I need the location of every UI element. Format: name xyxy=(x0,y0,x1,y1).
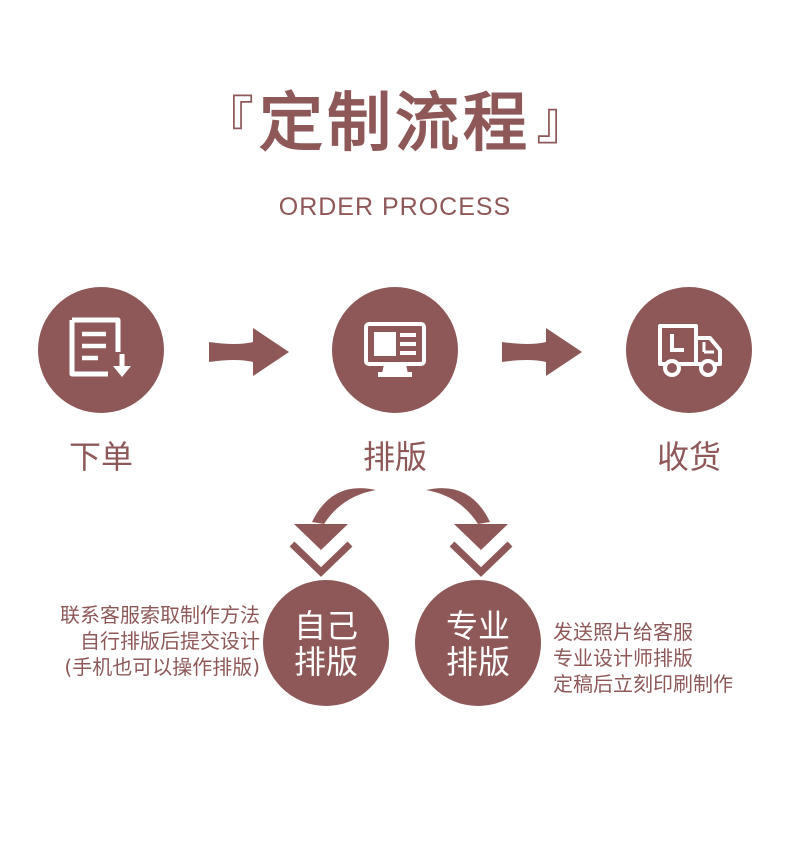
description-line: 定稿后立刻印刷制作 xyxy=(553,672,733,696)
option-pro-layout-line-2: 排版 xyxy=(445,643,510,681)
step-label-delivery: 收货 xyxy=(656,438,721,476)
order-document-icon xyxy=(69,317,131,377)
title-right-bracket: 』 xyxy=(536,92,589,152)
description-line: 发送照片给客服 xyxy=(553,620,693,644)
title-text: 定制流程 xyxy=(259,87,531,161)
option-self-layout-description: 联系客服索取制作方法 自行排版后提交设计 (手机也可以操作排版) xyxy=(60,602,260,680)
right-arrow-icon xyxy=(209,328,289,376)
monitor-layout-icon xyxy=(364,322,426,377)
description-line: 专业设计师排版 xyxy=(553,646,693,670)
curved-down-arrow-left-icon xyxy=(289,488,376,577)
step-order-circle xyxy=(38,287,164,413)
option-pro-layout-line-1: 专业 xyxy=(445,607,510,645)
option-self-layout-line-2: 排版 xyxy=(293,643,358,681)
option-self-layout-line-1: 自己 xyxy=(293,607,358,645)
option-self-layout-label: 自己 排版 xyxy=(263,608,389,680)
subtitle: ORDER PROCESS xyxy=(278,193,512,221)
page-title: 『 定制流程 』 xyxy=(0,72,790,164)
option-pro-layout-circle xyxy=(415,580,541,706)
delivery-truck-icon xyxy=(658,324,722,377)
step-label-layout: 排版 xyxy=(362,438,427,476)
description-line: 自行排版后提交设计 xyxy=(80,629,260,653)
option-pro-layout-label: 专业 排版 xyxy=(415,608,541,680)
curved-down-arrow-right-icon xyxy=(426,488,513,577)
title-left-bracket: 『 xyxy=(201,92,254,152)
option-self-layout-circle xyxy=(263,580,389,706)
option-pro-layout-description: 发送照片给客服 专业设计师排版 定稿后立刻印刷制作 xyxy=(553,619,733,697)
step-delivery-circle xyxy=(626,287,752,413)
right-arrow-icon xyxy=(502,328,582,376)
description-line: 联系客服索取制作方法 xyxy=(60,603,260,627)
description-line: (手机也可以操作排版) xyxy=(64,655,260,679)
step-label-order: 下单 xyxy=(68,438,133,476)
